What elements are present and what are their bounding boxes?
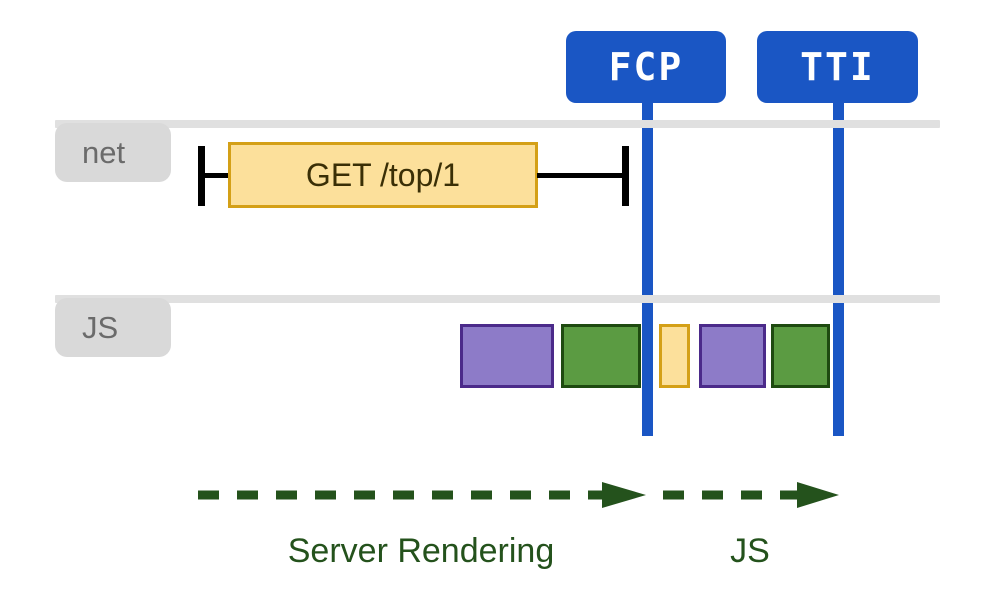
network-request-label: GET /top/1 [305,156,461,193]
request-bracket-start [198,146,205,206]
phase-label-server-rendering: Server Rendering [196,532,646,571]
lane-chip-js: JS [55,298,171,357]
net-lane-track [55,120,940,128]
marker-line-fcp [642,100,653,436]
lane-chip-net-label: net [82,134,126,170]
marker-badge-fcp-label: FCP [608,45,684,89]
marker-badge-fcp[interactable]: FCP [566,31,726,103]
phase-label-js-text: JS [730,532,770,570]
js-lane-track [55,295,940,303]
js-task-2[interactable] [561,324,641,388]
phase-label-server-rendering-text: Server Rendering [287,532,555,570]
request-connector-right [537,173,626,178]
marker-line-tti [833,100,844,436]
network-request-get-top-1[interactable]: GET /top/1 [228,142,538,208]
request-bracket-end [622,146,629,206]
js-task-3[interactable] [659,324,690,388]
js-task-4[interactable] [699,324,766,388]
js-task-1[interactable] [460,324,554,388]
lane-chip-js-label: JS [82,309,119,345]
js-task-5[interactable] [771,324,830,388]
phase-arrow-js [663,482,839,508]
request-connector-left [205,173,231,178]
marker-badge-tti-label: TTI [800,45,875,89]
phase-arrow-server-rendering [198,482,646,508]
phase-label-js: JS [661,532,839,571]
marker-badge-tti[interactable]: TTI [757,31,918,103]
lane-chip-net: net [55,123,171,182]
